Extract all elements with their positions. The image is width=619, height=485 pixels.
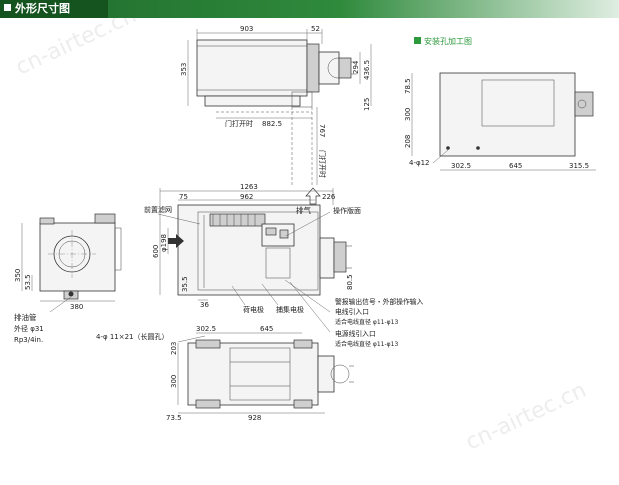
dim-353: 353 — [180, 63, 188, 76]
exhaust-label: 排气 — [296, 205, 311, 215]
dim-53-5: 53.5 — [24, 274, 32, 290]
mount-opening — [481, 79, 555, 127]
dim-645-mount: 645 — [509, 162, 522, 170]
front-view: 1263 75 962 226 排气 600 φ198 35.5 80.5 36… — [144, 183, 424, 348]
dim-226: 226 — [322, 193, 336, 201]
dim-767: 767 — [318, 124, 326, 137]
cable-entry-label: 电线引入口 — [335, 307, 369, 316]
charge-electrode-label: 荷电极 — [243, 305, 264, 314]
alarm-signal-label: 警报输出信号・外部操作输入 — [335, 297, 424, 306]
dimension-drawing: cn-airtec.cn cn-airtec.cn 903 52 353 294… — [12, 18, 596, 456]
exhaust-arrow-icon — [305, 187, 321, 205]
control-panel-label: 操作版面 — [333, 206, 361, 215]
dim-962: 962 — [240, 193, 253, 201]
header-title: 外形尺寸图 — [15, 2, 70, 15]
dim-80-5: 80.5 — [346, 274, 354, 290]
bottom-view: 4-φ 11×21（长圆孔） 302.5 645 203 300 73.5 92… — [96, 325, 354, 422]
drain-label: 排油管 — [14, 312, 37, 322]
dim-75: 75 — [179, 193, 188, 201]
watermark-2: cn-airtec.cn — [462, 378, 590, 456]
pre-filter-label: 前置滤网 — [144, 205, 172, 214]
slot-hole-label: 4-φ 11×21（长圆孔） — [96, 332, 169, 341]
dim-294: 294 — [352, 60, 360, 74]
dim-928: 928 — [248, 414, 261, 422]
top-view-motor — [318, 51, 340, 85]
dim-78-5: 78.5 — [404, 78, 412, 94]
top-view-body — [196, 39, 308, 97]
header-bar: 外形尺寸图 — [0, 0, 619, 18]
drain-icon — [68, 291, 74, 297]
dim-36: 36 — [200, 301, 209, 309]
dim-300-mount: 300 — [404, 108, 412, 121]
bottom-view-motor — [317, 355, 335, 393]
power-diameter-label: 适合电线直径 φ11-φ13 — [335, 340, 398, 348]
dim-350: 350 — [14, 269, 22, 282]
drain-od-label: 外径 φ31 — [14, 324, 44, 333]
side-view-body — [39, 222, 116, 292]
intake-arrow-icon — [168, 234, 184, 248]
bottom-view-body — [187, 342, 319, 406]
dim-35-5: 35.5 — [181, 276, 189, 292]
dim-436-5: 436.5 — [363, 60, 371, 80]
square-bullet-icon — [4, 4, 11, 11]
mount-hole — [446, 146, 450, 150]
dim-302-5: 302.5 — [196, 325, 216, 333]
top-view-fan-housing — [306, 43, 320, 93]
dim-203: 203 — [170, 342, 178, 355]
dim-882-5: 882.5 — [262, 120, 282, 128]
dim-52: 52 — [311, 25, 320, 33]
mount-view: 安装孔加工图 78.5 300 208 4-φ12 302.5 645 315.… — [404, 36, 596, 171]
door-open-label-vertical: 门打开时 — [318, 150, 327, 178]
dim-903: 903 — [240, 25, 253, 33]
dim-125: 125 — [363, 98, 371, 111]
collector-electrode-label: 捕集电极 — [276, 305, 304, 314]
cable-diameter-label: 适合电线直径 φ11-φ13 — [335, 318, 398, 326]
drain-rp-label: Rp3/4in. — [14, 336, 43, 344]
watermark: cn-airtec.cn — [12, 18, 140, 80]
dim-1263: 1263 — [240, 183, 258, 191]
dim-645: 645 — [260, 325, 273, 333]
dim-208: 208 — [404, 135, 412, 148]
dim-600: 600 — [152, 245, 160, 258]
top-view: 903 52 353 294 436.5 125 门打开时 882.5 门打开时… — [180, 25, 372, 185]
dim-73-5: 73.5 — [166, 414, 182, 422]
dim-phi198: φ198 — [160, 234, 168, 252]
mount-title: 安装孔加工图 — [424, 36, 472, 46]
dim-315-5: 315.5 — [569, 162, 589, 170]
side-view: 380 350 53.5 排油管 外径 φ31 Rp3/4in. — [14, 213, 122, 344]
dim-300: 300 — [170, 375, 178, 388]
mount-panel — [439, 72, 576, 157]
door-open-label: 门打开时 — [225, 119, 253, 128]
front-view-motor — [319, 237, 335, 279]
mount-hole-label: 4-φ12 — [409, 159, 430, 167]
square-bullet-icon — [414, 37, 421, 44]
power-entry-label: 电源线引入口 — [335, 329, 376, 338]
dim-380: 380 — [70, 303, 83, 311]
top-view-base — [204, 95, 301, 107]
dim-302-5-mount: 302.5 — [451, 162, 471, 170]
header-tab: 外形尺寸图 — [0, 0, 108, 18]
front-view-terminal-block — [209, 213, 266, 227]
